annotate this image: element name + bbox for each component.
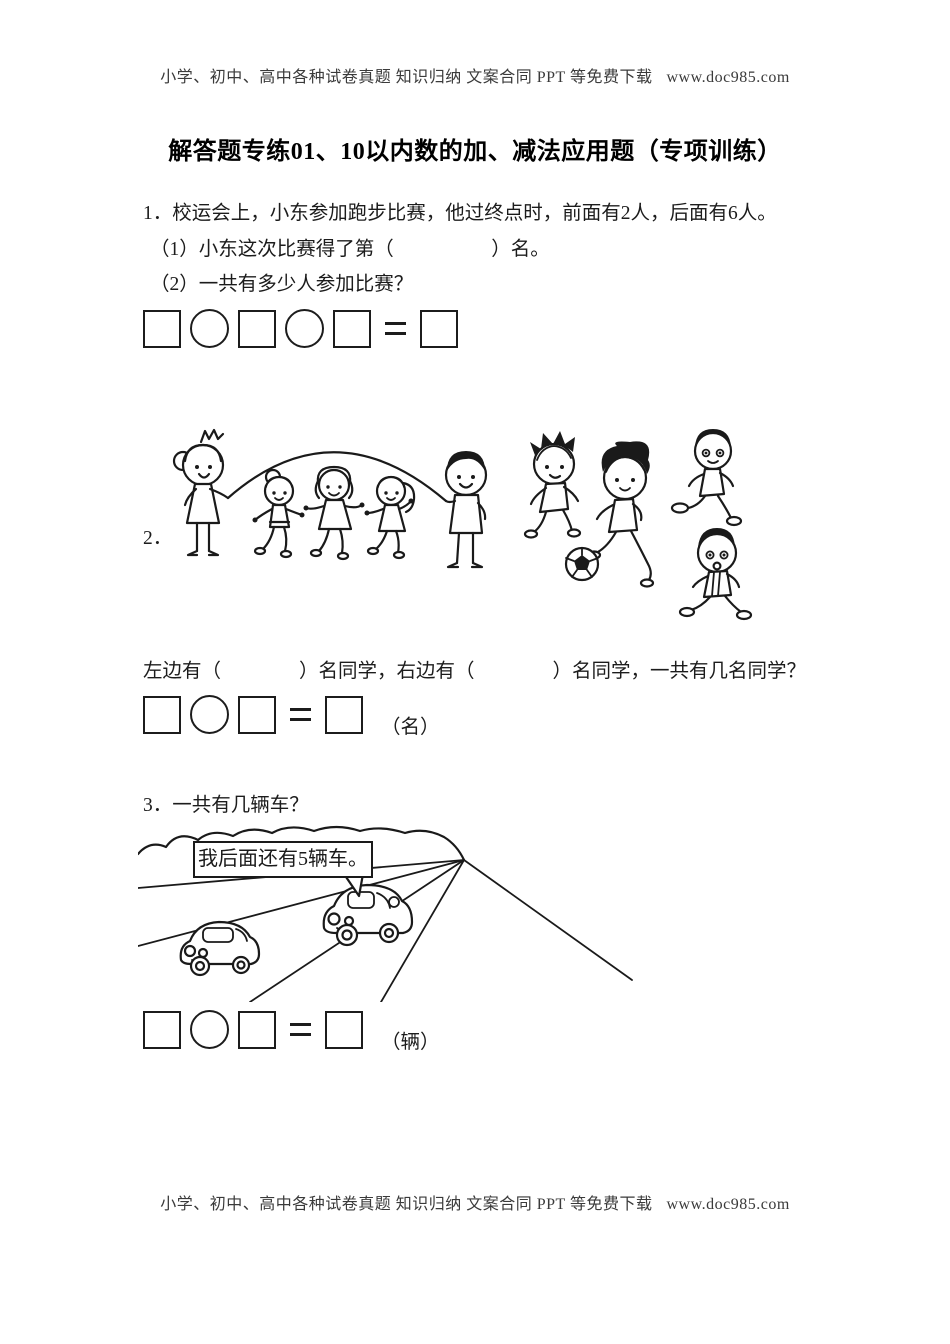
jump-rope-illustration	[172, 428, 488, 569]
q2-stem: 左边有（ ）名同学，右边有（ ）名同学，一共有几名同学？	[143, 661, 807, 682]
jumping-kid-3	[364, 475, 416, 560]
equals-sign	[290, 1023, 311, 1036]
q1-stem: 1．校运会上，小东参加跑步比赛，他过终点时，前面有2人，后面有6人。	[143, 203, 777, 224]
answer-box	[325, 1010, 363, 1049]
soccer-ball	[564, 546, 600, 582]
header-text: 小学、初中、高中各种试卷真题 知识归纳 文案合同 PPT 等免费下载	[160, 69, 653, 86]
q2-equation: （名）	[143, 695, 440, 738]
soccer-boy-3	[670, 429, 743, 527]
page-header: 小学、初中、高中各种试卷真题 知识归纳 文案合同 PPT 等免费下载 www.do…	[0, 63, 950, 87]
rope-turner-boy	[444, 451, 488, 569]
operator-circle	[190, 309, 229, 348]
footer-url: www.doc985.com	[666, 1196, 790, 1213]
answer-box	[143, 1010, 181, 1049]
worksheet-title: 解答题专练01、10以内数的加、减法应用题（专项训练）	[168, 139, 782, 165]
q3-unit: （辆）	[381, 1032, 440, 1053]
answer-box	[143, 695, 181, 734]
answer-box	[238, 695, 276, 734]
operator-circle	[285, 309, 324, 348]
q1-equation-shapes	[143, 309, 458, 348]
footer-text: 小学、初中、高中各种试卷真题 知识归纳 文案合同 PPT 等免费下载	[160, 1196, 653, 1213]
soccer-boy-1	[523, 431, 582, 539]
speech-bubble: 我后面还有5辆车。	[193, 841, 373, 878]
answer-box	[238, 1010, 276, 1049]
equals-sign	[290, 708, 311, 721]
q2-number: 2．	[143, 528, 173, 549]
soccer-boy-2	[586, 441, 655, 588]
q3-equation: （辆）	[143, 1010, 440, 1053]
operator-circle	[190, 1010, 229, 1049]
jumping-kid-1	[252, 468, 305, 559]
answer-box	[420, 309, 458, 348]
answer-box	[238, 309, 276, 348]
equals-sign	[385, 322, 406, 335]
jumping-kid-2	[303, 465, 365, 561]
q3-equation-shapes	[143, 1010, 363, 1049]
q3-stem: 3．一共有几辆车？	[143, 795, 309, 816]
jump-rope	[226, 451, 448, 503]
car-small	[179, 920, 261, 977]
car-large	[322, 883, 414, 947]
q2-equation-shapes	[143, 695, 363, 734]
hills	[138, 825, 466, 862]
q1-part1: （1）小东这次比赛得了第（ ）名。	[150, 239, 550, 260]
soccer-boy-4	[678, 528, 753, 621]
header-url: www.doc985.com	[666, 69, 790, 86]
answer-box	[143, 309, 181, 348]
answer-box	[333, 309, 371, 348]
q1-part2: （2）一共有多少人参加比赛？	[150, 274, 414, 295]
q2-unit: （名）	[381, 717, 440, 738]
cars-illustration	[138, 825, 633, 1002]
operator-circle	[190, 695, 229, 734]
answer-box	[325, 695, 363, 734]
soccer-illustration	[523, 429, 753, 621]
q1-equation	[143, 309, 458, 348]
page-footer: 小学、初中、高中各种试卷真题 知识归纳 文案合同 PPT 等免费下载 www.do…	[0, 1190, 950, 1214]
rope-turner-girl	[172, 428, 230, 557]
